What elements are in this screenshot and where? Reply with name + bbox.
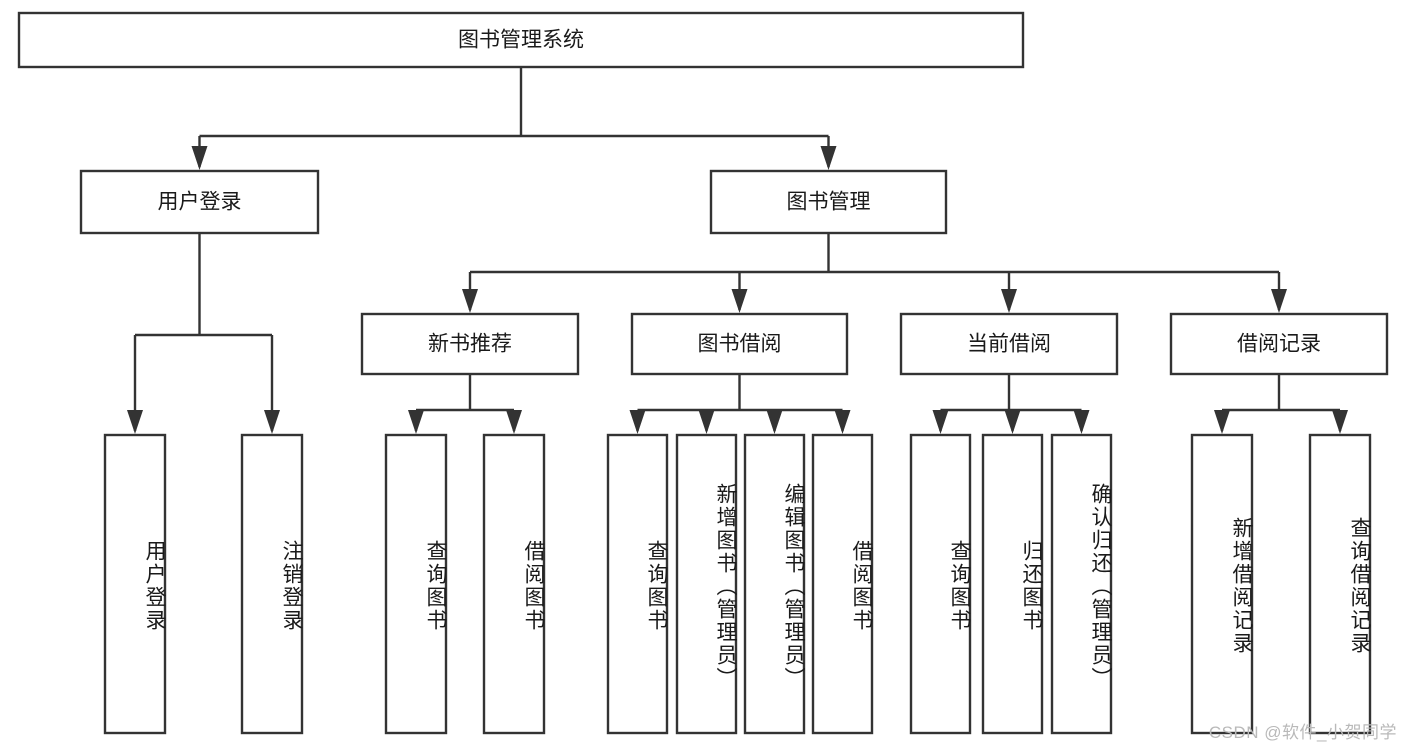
arrow-head-icon-leaf-return-book xyxy=(1004,410,1021,434)
arrow-head-icon-new-book-recommend xyxy=(462,289,478,313)
node-box-leaf-add-borrow-record[interactable] xyxy=(1190,433,1254,735)
arrow-head-icon-leaf-confirm-return-admin xyxy=(1073,410,1090,434)
node-box-user-login[interactable] xyxy=(79,169,320,235)
node-box-leaf-query-book-1[interactable] xyxy=(384,433,448,735)
node-box-current-borrow[interactable] xyxy=(899,312,1119,376)
node-box-book-manage[interactable] xyxy=(709,169,948,235)
node-box-leaf-borrow-book-1[interactable] xyxy=(482,433,546,735)
node-box-leaf-query-borrow-record[interactable] xyxy=(1308,433,1372,735)
node-label-current-borrow: 当前借阅 xyxy=(967,333,1051,356)
connectors-layer xyxy=(127,67,1348,434)
arrow-head-icon-borrow-record xyxy=(1271,289,1287,313)
arrow-head-icon-leaf-query-borrow-record xyxy=(1332,410,1348,434)
arrow-head-icon-leaf-logout-login xyxy=(264,410,280,434)
node-box-leaf-query-book-3[interactable] xyxy=(909,433,972,735)
node-box-leaf-user-login[interactable] xyxy=(103,433,167,735)
arrow-head-icon-leaf-query-book-1 xyxy=(408,410,424,434)
arrow-head-icon-leaf-add-book-admin xyxy=(698,410,715,434)
node-box-leaf-query-book-2[interactable] xyxy=(606,433,669,735)
node-label-book-borrow: 图书借阅 xyxy=(698,333,782,356)
node-label-borrow-record: 借阅记录 xyxy=(1237,333,1321,356)
arrow-head-icon-book-borrow xyxy=(731,289,748,313)
arrow-head-icon-leaf-edit-book-admin xyxy=(766,410,783,434)
arrow-head-icon-leaf-borrow-book-2 xyxy=(834,410,851,434)
arrow-head-icon-leaf-borrow-book-1 xyxy=(506,410,522,434)
node-box-leaf-confirm-return-admin[interactable] xyxy=(1050,433,1113,735)
arrow-head-icon-current-borrow xyxy=(1001,289,1017,313)
node-box-book-borrow[interactable] xyxy=(630,312,849,376)
csdn-watermark: CSDN @软件_小贺同学 xyxy=(1208,723,1397,742)
node-label-root: 图书管理系统 xyxy=(458,29,584,52)
node-boxes-layer xyxy=(17,11,1389,735)
node-box-leaf-logout-login[interactable] xyxy=(240,433,304,735)
node-label-new-book-recommend: 新书推荐 xyxy=(428,333,512,356)
arrow-head-icon-leaf-query-book-2 xyxy=(629,410,646,434)
node-box-leaf-add-book-admin[interactable] xyxy=(675,433,738,735)
arrow-head-icon-leaf-query-book-3 xyxy=(932,410,949,434)
arrow-head-icon-book-manage xyxy=(820,146,837,170)
node-box-new-book-recommend[interactable] xyxy=(360,312,580,376)
node-box-leaf-return-book[interactable] xyxy=(981,433,1044,735)
node-box-borrow-record[interactable] xyxy=(1169,312,1389,376)
arrow-head-icon-leaf-add-borrow-record xyxy=(1214,410,1230,434)
arrow-head-icon-user-login xyxy=(191,146,208,170)
node-box-leaf-edit-book-admin[interactable] xyxy=(743,433,806,735)
node-box-root[interactable] xyxy=(17,11,1025,69)
arrow-head-icon-leaf-user-login xyxy=(127,410,143,434)
node-label-book-manage: 图书管理 xyxy=(787,191,871,214)
node-box-leaf-borrow-book-2[interactable] xyxy=(811,433,874,735)
node-label-user-login: 用户登录 xyxy=(158,191,242,214)
